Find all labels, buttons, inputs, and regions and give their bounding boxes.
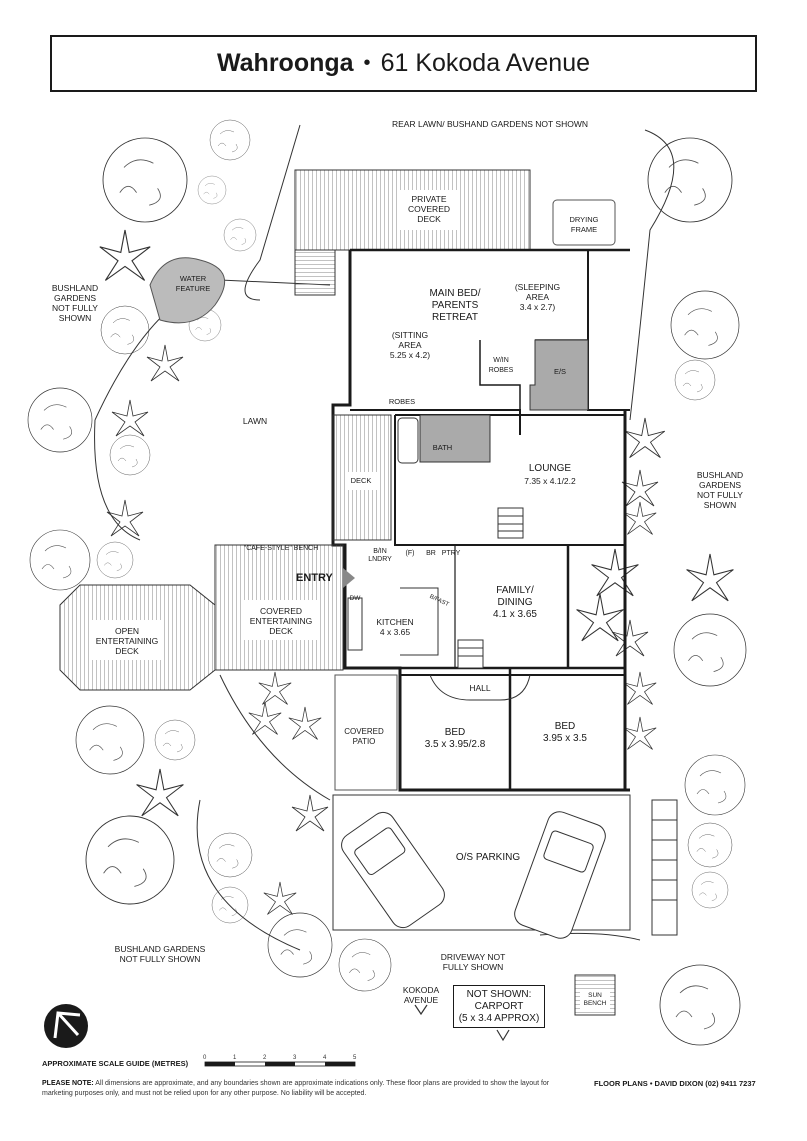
sleeping-area-label: (SLEEPING AREA 3.4 x 2.7) (514, 282, 561, 312)
bushland-left-label: BUSHLAND GARDENS NOT FULLY SHOWN (51, 283, 99, 323)
not-shown-text: NOT SHOWN: CARPORT (5 x 3.4 APPROX) (458, 989, 540, 1024)
bushland-bottom-label: BUSHLAND GARDENS NOT FULLY SHOWN (114, 944, 206, 964)
scale-tick: 0 (203, 1055, 207, 1061)
scale-title: APPROXIMATE SCALE GUIDE (METRES) (42, 1059, 189, 1068)
scale-bar: 0 1 2 3 4 5 (203, 1055, 357, 1067)
north-compass-icon (44, 1004, 88, 1048)
pantry-label: PTRY (441, 550, 461, 557)
kitchen-label: KITCHEN 4 x 3.65 (376, 617, 414, 637)
hall-arc (429, 674, 531, 701)
driveway-label: DRIVEWAY NOT FULLY SHOWN (440, 952, 506, 972)
cars (341, 811, 606, 939)
bathroom (419, 414, 491, 463)
lawn-label: LAWN (242, 416, 268, 426)
drying-frame-label: DRYING FRAME (569, 215, 599, 234)
sitting-area-label: (SITTING AREA 5.25 x 4.2) (389, 330, 431, 360)
parking-area (332, 794, 631, 931)
lounge-dims: 7.35 x 4.1/2.2 (524, 476, 576, 486)
broom-label: BR (426, 550, 436, 557)
rear-lawn-label: REAR LAWN/ BUSHAND GARDENS NOT SHOWN (392, 119, 588, 129)
note-text: All dimensions are approximate, and any … (42, 1080, 550, 1097)
scale-tick: 2 (263, 1055, 267, 1061)
entry-arrow (343, 568, 355, 588)
bin-lndry-label: B/IN LNDRY (368, 548, 392, 563)
scale-tick: 4 (323, 1055, 327, 1061)
sun-bench-label: SUN BENCH (583, 992, 607, 1007)
open-deck-label: OPEN ENTERTAINING DECK (95, 626, 159, 656)
parking-label: O/S PARKING (455, 852, 521, 863)
scale-tick: 5 (353, 1055, 357, 1061)
note-label: PLEASE NOTE: (42, 1080, 94, 1087)
bed2-label: BED 3.95 x 3.5 (543, 721, 587, 744)
kokoda-label: KOKODA AVENUE (402, 985, 440, 1005)
ensuite (529, 339, 589, 411)
bushland-right-label: BUSHLAND GARDENS NOT FULLY SHOWN (696, 470, 744, 510)
disclaimer: PLEASE NOTE: All dimensions are approxim… (42, 1079, 562, 1099)
covered-patio-label: COVERED PATIO (344, 727, 384, 746)
main-bed-label: MAIN BED/ PARENTS RETREAT (429, 288, 481, 323)
win-robes-label: W/IN ROBES (488, 357, 514, 374)
water-feature-label: WATER FEATURE (175, 274, 211, 293)
fridge-label: (F) (405, 550, 415, 557)
private-deck-label: PRIVATE COVERED DECK (407, 194, 451, 224)
drying-frame (552, 199, 616, 246)
bath-label: BATH (432, 443, 453, 452)
bed1-label: BED 3.5 x 3.95/2.8 (424, 727, 486, 750)
scale-tick: 1 (233, 1055, 237, 1061)
water-feature (149, 257, 225, 324)
title-box: Wahroonga • 61 Kokoda Avenue (50, 35, 757, 92)
scale-tick: 3 (293, 1055, 297, 1061)
title-separator: • (363, 52, 371, 74)
ensuite-label: E/S (553, 367, 567, 376)
stairs (457, 507, 678, 936)
lounge-title: LOUNGE (528, 463, 572, 474)
covered-deck-label: COVERED ENTERTAINING DECK (249, 606, 313, 636)
kitchen-bench (400, 587, 439, 656)
cafe-bench-label: "CAFE-STYLE" BENCH (243, 545, 319, 552)
not-shown-carport: NOT SHOWN: CARPORT (5 x 3.4 APPROX) (453, 985, 545, 1028)
covered-patio (334, 674, 398, 791)
suburb-title: Wahroonga (216, 49, 354, 77)
deck-label: DECK (350, 476, 372, 485)
entry-label: ENTRY (296, 572, 333, 584)
hall-label: HALL (469, 683, 491, 693)
dishwasher-label: DW (349, 595, 361, 602)
family-dining-label: FAMILY/ DINING 4.1 x 3.65 (493, 585, 537, 620)
address-title: 61 Kokoda Avenue (380, 49, 591, 77)
robes-label: ROBES (388, 397, 416, 406)
credit-line: FLOOR PLANS • DAVID DIXON (02) 9411 7237 (594, 1079, 756, 1088)
